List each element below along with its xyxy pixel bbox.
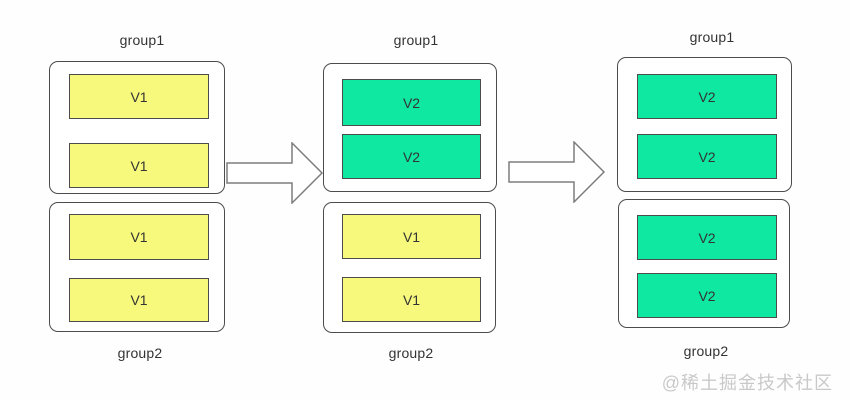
stage3-group1-node2: V2	[637, 134, 777, 179]
right-arrow-shape	[508, 141, 606, 203]
stage2-group2-container: V1 V1	[323, 202, 496, 333]
stage1-group2-node2: V1	[69, 278, 209, 322]
right-arrow-icon	[226, 142, 324, 204]
stage1-group1-node2: V1	[69, 143, 209, 188]
stage3-group2-label: group2	[683, 343, 729, 359]
stage1-group2-container: V1 V1	[49, 202, 225, 332]
stage3-group2-node2: V2	[637, 273, 777, 318]
stage3-group1-container: V2 V2	[617, 57, 792, 192]
stage1-group2-node1: V1	[69, 214, 209, 260]
stage3-group2-node1: V2	[637, 215, 777, 260]
stage3-group2-container: V2 V2	[618, 199, 790, 328]
stage2-group1-container: V2 V2	[323, 63, 497, 192]
right-arrow-icon	[508, 141, 606, 203]
stage1-group1-node1: V1	[69, 74, 209, 119]
right-arrow-shape	[226, 142, 324, 204]
stage3-group1-label: group1	[689, 29, 735, 45]
stage1-group2-label: group2	[117, 345, 163, 361]
stage1-group1-label: group1	[119, 32, 165, 48]
stage3-group1-node1: V2	[637, 74, 777, 119]
stage2-group2-label: group2	[388, 345, 434, 361]
stage2-group2-node1: V1	[342, 214, 481, 259]
watermark: @稀土掘金技术社区	[661, 373, 833, 393]
stage2-group2-node2: V1	[342, 277, 481, 322]
stage2-group1-label: group1	[393, 32, 439, 48]
stage2-group1-node1: V2	[342, 79, 481, 126]
stage1-group1-container: V1 V1	[49, 61, 225, 194]
stage2-group1-node2: V2	[342, 134, 481, 179]
